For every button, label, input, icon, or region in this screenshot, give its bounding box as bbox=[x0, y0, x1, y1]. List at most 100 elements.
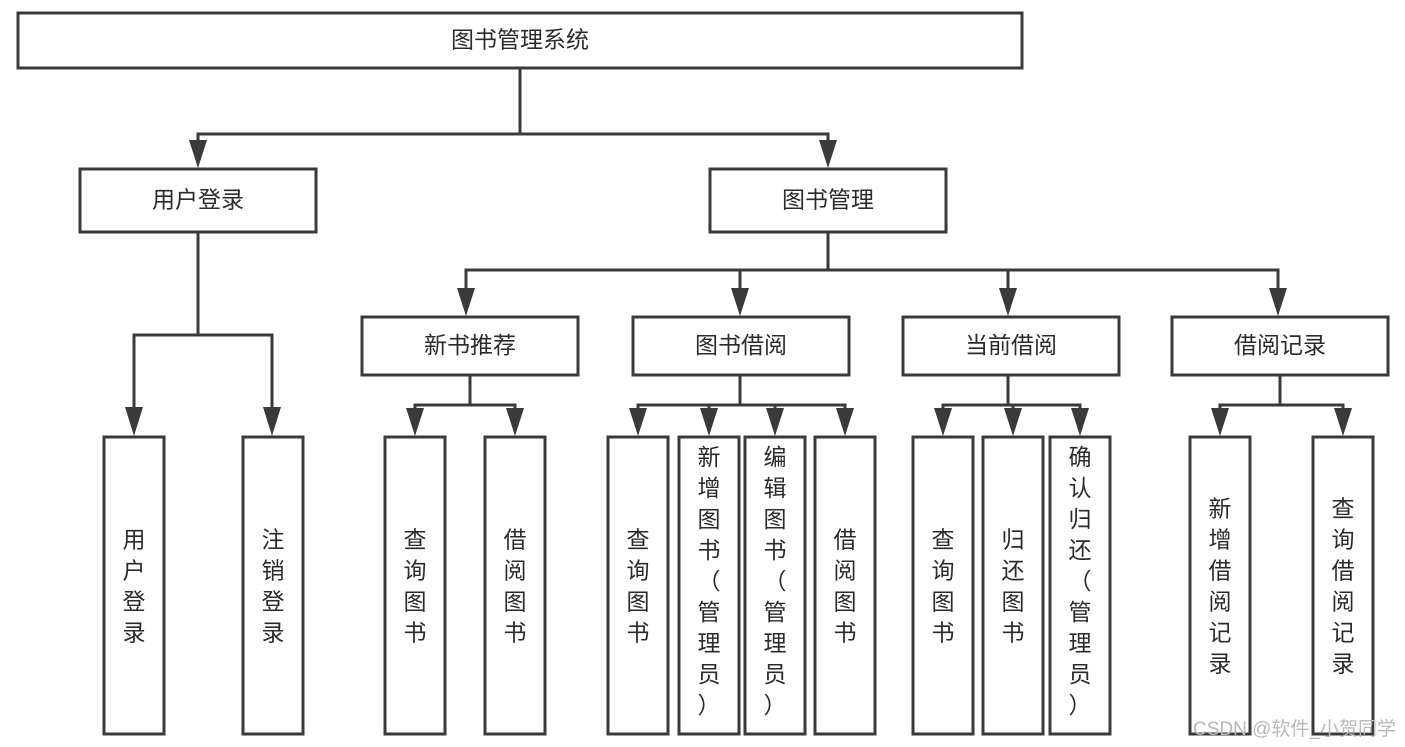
node-label-leaf-add-record-char-1: 增 bbox=[1209, 527, 1232, 553]
arrow-head-to-leaf-query-book-3 bbox=[934, 408, 952, 436]
node-label-leaf-add-record-char-3: 阅 bbox=[1209, 589, 1232, 615]
node-box-leaf-add-book[interactable] bbox=[677, 435, 741, 736]
node-label-leaf-add-book-char-2: 图 bbox=[698, 506, 721, 532]
node-box-leaf-edit-book[interactable] bbox=[743, 435, 807, 736]
node-label-leaf-edit-book-char-3: 书 bbox=[764, 537, 787, 563]
node-label-leaf-confirm-return-char-2: 归 bbox=[1069, 506, 1092, 532]
node-box-new-book-rec[interactable] bbox=[360, 315, 580, 377]
node-box-leaf-add-record[interactable] bbox=[1188, 435, 1252, 736]
node-label-leaf-query-book-1-char-3: 书 bbox=[404, 620, 427, 646]
node-label-leaf-add-book-char-0: 新 bbox=[698, 444, 721, 470]
node-label-leaf-query-record-char-1: 询 bbox=[1332, 527, 1355, 553]
node-label-root: 图书管理系统 bbox=[451, 27, 589, 53]
node-label-leaf-query-book-2-char-2: 图 bbox=[627, 589, 650, 615]
node-label-leaf-confirm-return-char-7: 员 bbox=[1069, 661, 1092, 687]
node-label-leaf-query-book-3-char-2: 图 bbox=[932, 589, 955, 615]
arrow-head-to-leaf-add-record bbox=[1211, 408, 1229, 436]
node-label-leaf-query-book-2-char-3: 书 bbox=[627, 620, 650, 646]
node-label-new-book-rec: 新书推荐 bbox=[424, 332, 516, 358]
node-box-book-manage[interactable] bbox=[708, 167, 948, 234]
node-label-leaf-query-book-1-char-0: 查 bbox=[404, 527, 427, 553]
node-label-leaf-logout-char-1: 销 bbox=[262, 558, 285, 584]
node-label-book-borrow: 图书借阅 bbox=[695, 332, 787, 358]
node-label-leaf-add-record-char-4: 记 bbox=[1209, 620, 1232, 646]
node-root[interactable]: 图书管理系统 bbox=[16, 11, 1024, 70]
node-label-current-borrow: 当前借阅 bbox=[965, 332, 1057, 358]
arrow-head-to-book-manage bbox=[819, 140, 837, 168]
arrow-head-to-leaf-edit-book bbox=[766, 408, 784, 436]
node-box-leaf-user-login[interactable] bbox=[102, 435, 166, 736]
arrow-head-to-user-login bbox=[189, 140, 207, 168]
node-label-leaf-query-book-1-char-1: 询 bbox=[404, 558, 427, 584]
node-box-book-borrow[interactable] bbox=[631, 315, 851, 377]
node-label-leaf-add-record-char-2: 借 bbox=[1209, 558, 1232, 584]
node-box-leaf-query-record[interactable] bbox=[1311, 435, 1375, 736]
node-borrow-record[interactable]: 借阅记录 bbox=[1170, 315, 1390, 377]
arrow-head-to-borrow-record bbox=[1269, 288, 1287, 316]
node-label-leaf-borrow-book-2-char-2: 图 bbox=[834, 589, 857, 615]
node-box-leaf-query-book-3[interactable] bbox=[911, 435, 975, 736]
node-box-leaf-query-book-1[interactable] bbox=[383, 435, 447, 736]
node-label-leaf-edit-book-char-5: 管 bbox=[764, 599, 787, 625]
node-label-leaf-logout-char-0: 注 bbox=[262, 527, 285, 553]
node-label-leaf-return-book-char-3: 书 bbox=[1002, 620, 1025, 646]
node-user-login[interactable]: 用户登录 bbox=[78, 167, 318, 234]
node-label-leaf-confirm-return-char-5: 管 bbox=[1069, 599, 1092, 625]
arrow-head-to-current-borrow bbox=[999, 288, 1017, 316]
node-box-leaf-logout[interactable] bbox=[241, 435, 305, 736]
node-label-leaf-edit-book-char-0: 编 bbox=[764, 444, 787, 470]
node-box-current-borrow[interactable] bbox=[901, 315, 1121, 377]
node-label-leaf-add-book-char-4: （ bbox=[698, 568, 721, 594]
node-label-leaf-user-login-char-1: 户 bbox=[123, 558, 146, 584]
arrow-head-to-leaf-query-book-2 bbox=[629, 408, 647, 436]
node-box-leaf-return-book[interactable] bbox=[981, 435, 1045, 736]
node-label-leaf-query-book-2-char-1: 询 bbox=[627, 558, 650, 584]
node-box-leaf-borrow-book-1[interactable] bbox=[483, 435, 547, 736]
node-label-leaf-query-record-char-4: 记 bbox=[1332, 620, 1355, 646]
node-current-borrow[interactable]: 当前借阅 bbox=[901, 315, 1121, 377]
node-label-leaf-edit-book-char-7: 员 bbox=[764, 661, 787, 687]
node-label-leaf-edit-book-char-4: （ bbox=[764, 568, 787, 594]
node-label-leaf-borrow-book-2-char-1: 阅 bbox=[834, 558, 857, 584]
arrow-head-to-leaf-add-book bbox=[700, 408, 718, 436]
arrow-head-to-leaf-confirm-return bbox=[1071, 408, 1089, 436]
arrow-head-to-leaf-return-book bbox=[1004, 408, 1022, 436]
node-label-leaf-confirm-return-char-4: （ bbox=[1069, 568, 1092, 594]
node-label-leaf-query-record-char-5: 录 bbox=[1332, 651, 1355, 677]
node-label-leaf-borrow-book-1-char-2: 图 bbox=[504, 589, 527, 615]
node-book-borrow[interactable]: 图书借阅 bbox=[631, 315, 851, 377]
node-box-leaf-confirm-return[interactable] bbox=[1048, 435, 1112, 736]
arrow-head-to-leaf-logout bbox=[263, 407, 281, 436]
node-label-leaf-borrow-book-1-char-0: 借 bbox=[504, 527, 527, 553]
node-label-user-login: 用户登录 bbox=[152, 187, 244, 213]
node-box-leaf-query-book-2[interactable] bbox=[606, 435, 670, 736]
csdn-watermark: CSDN @软件_小贺同学 bbox=[1193, 718, 1396, 740]
node-box-root[interactable] bbox=[16, 11, 1024, 70]
node-box-user-login[interactable] bbox=[78, 167, 318, 234]
arrow-head-to-new-book-rec bbox=[457, 288, 475, 316]
node-label-book-manage: 图书管理 bbox=[782, 187, 874, 213]
node-new-book-rec[interactable]: 新书推荐 bbox=[360, 315, 580, 377]
node-leaf-user-login[interactable]: 用户登录 bbox=[102, 435, 166, 736]
node-book-manage[interactable]: 图书管理 bbox=[708, 167, 948, 234]
node-box-leaf-borrow-book-2[interactable] bbox=[813, 435, 877, 736]
node-box-borrow-record[interactable] bbox=[1170, 315, 1390, 377]
arrow-head-to-leaf-borrow-book-2 bbox=[836, 408, 854, 436]
node-label-leaf-add-book-char-8: ） bbox=[698, 692, 721, 718]
arrow-head-to-leaf-user-login bbox=[125, 407, 143, 436]
node-label-leaf-confirm-return-char-0: 确 bbox=[1069, 444, 1092, 470]
